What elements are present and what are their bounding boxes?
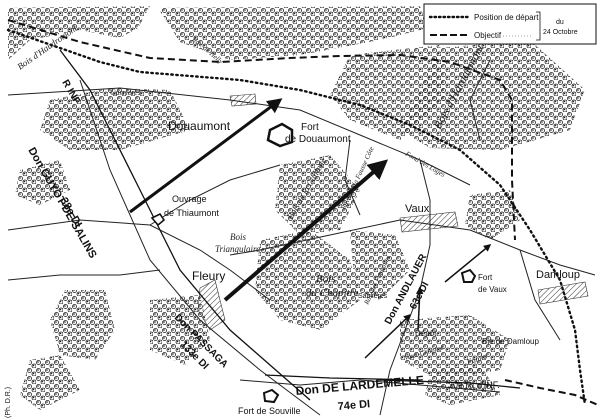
label-bois-triangulaire-1: Bois <box>230 232 246 242</box>
label-fleury: Fleury <box>192 269 225 283</box>
arrow-andlauer-1 <box>415 286 424 331</box>
legend-start-label: Position de départ <box>474 13 539 22</box>
objective-line-south <box>504 379 599 406</box>
legend-date-2: 24 Octobre <box>543 29 578 36</box>
arrow-lardemelle <box>364 313 412 359</box>
label-bois-chapitre-1: Bois <box>316 273 336 285</box>
ouvrage-thiaumont-icon <box>150 212 166 227</box>
fort-vaux-icon <box>460 268 477 283</box>
division-boundaries <box>59 49 521 401</box>
attack-arrows <box>129 98 492 359</box>
label-fort-souville: Fort de Souville <box>238 406 301 416</box>
label-fort-vaux-1: Fort <box>478 273 493 282</box>
legend: Position de départ Objectif du 24 Octobr… <box>423 3 597 45</box>
label-carrieres: Carrières <box>110 88 141 97</box>
fort-souville-icon <box>262 388 280 404</box>
label-30-rinf: 30e Rt d'INF. <box>448 380 500 390</box>
label-depot: Dépôt <box>415 329 437 338</box>
forest-areas <box>8 6 585 410</box>
label-lardemelle-2: 74e DI <box>337 398 370 413</box>
label-damloup: Damloup <box>536 269 580 281</box>
label-fort-douaumont-2: de Douaumont <box>285 134 351 145</box>
label-ouvrage-2: de Thiaumont <box>164 208 219 218</box>
arrow-andlauer-2 <box>444 244 492 283</box>
label-batterie-damloup: Bie de Damloup <box>482 337 539 346</box>
label-fort-douaumont-1: Fort <box>301 122 319 133</box>
label-vaux: Vaux <box>405 203 430 215</box>
label-bois-chapitre-2: du Chapitre <box>306 287 359 299</box>
label-douaumont: Douaumont <box>168 119 231 133</box>
legend-date-1: du <box>556 19 564 26</box>
arrow-passaga <box>223 159 389 302</box>
village-areas <box>197 93 589 331</box>
label-lardemelle-1: Don DE LARDEMELLE <box>295 373 424 398</box>
label-ouvrage-1: Ouvrage <box>172 194 207 204</box>
arrow-guyot <box>129 98 283 214</box>
label-fort-vaux-2: de Vaux <box>478 285 507 294</box>
label-sablieres: Sablières <box>358 293 388 300</box>
fort-douaumont-icon <box>266 122 294 148</box>
label-bois-triangulaire-2: Triangulaire <box>215 244 260 254</box>
photo-credit: (Ph. D.R.) <box>5 387 12 418</box>
objective-line <box>7 19 516 241</box>
label-fond-loges: Fond des Loges <box>403 149 446 179</box>
legend-objective-label: Objectif <box>474 31 502 40</box>
